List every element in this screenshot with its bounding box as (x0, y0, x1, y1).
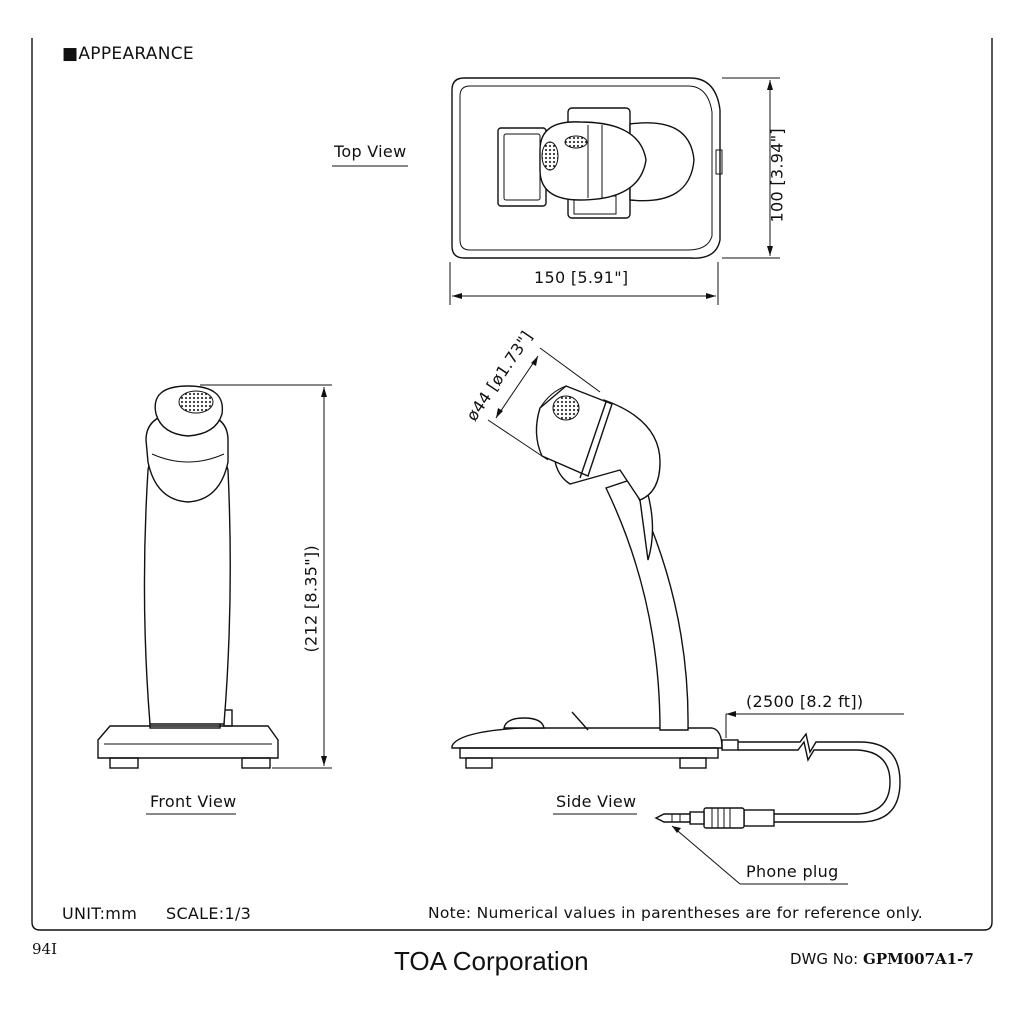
drawing-number-label: DWG No: (790, 950, 859, 968)
side-view-drawing (451, 385, 739, 769)
diameter-dimension (487, 347, 601, 461)
top-view-drawing (451, 77, 723, 259)
top-view-label: Top View (334, 142, 407, 161)
side-view-label: Side View (556, 792, 637, 811)
width-dimension-label: 150 [5.91"] (534, 268, 629, 287)
company-name: TOA Corporation (394, 946, 589, 976)
phone-plug-drawing (654, 807, 848, 885)
drawing-number: DWG No: GPM007A1-7 (790, 950, 974, 968)
cable-drawing (725, 711, 904, 823)
phone-plug-label: Phone plug (746, 862, 839, 881)
scale-label: SCALE:1/3 (166, 904, 252, 923)
front-view-drawing (97, 385, 279, 769)
cable-length-label: (2500 [8.2 ft]) (746, 692, 864, 711)
reference-note: Note: Numerical values in parentheses ar… (428, 904, 923, 922)
section-header: ■APPEARANCE (62, 44, 194, 64)
depth-dimension-label: 100 [3.94"] (767, 128, 787, 223)
page-code: 94I (32, 940, 58, 958)
top-view-dimensions (332, 77, 780, 305)
drawing-number-value: GPM007A1-7 (863, 950, 974, 968)
front-view-label: Front View (150, 792, 237, 811)
section-title: APPEARANCE (78, 44, 194, 64)
height-dimension-label: (212 [8.35"]) (301, 545, 321, 653)
frame-border (31, 38, 993, 931)
front-view-dimensions (146, 384, 332, 815)
unit-label: UNIT:mm (62, 904, 138, 923)
section-marker: ■ (62, 44, 79, 64)
